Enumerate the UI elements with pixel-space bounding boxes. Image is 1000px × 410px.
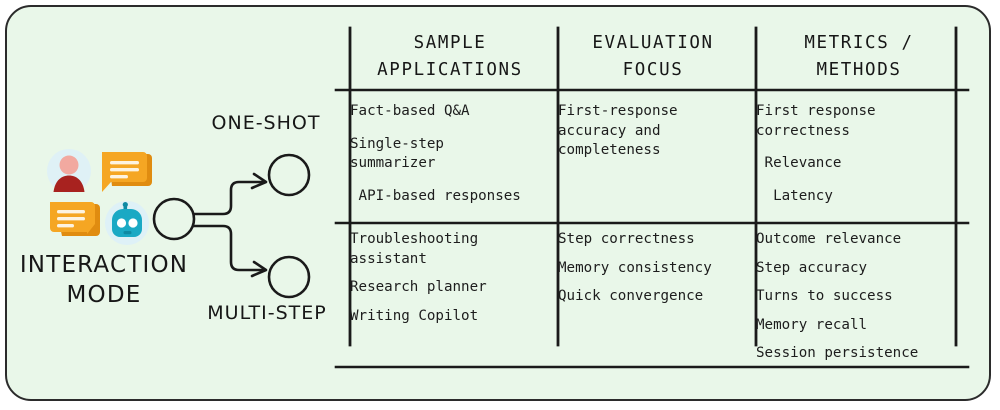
cell-line: Fact-based Q&A — [350, 103, 470, 119]
icon-cluster — [46, 148, 152, 248]
cell-one-shot-evaluation-focus: First-response accuracy and completeness — [558, 102, 748, 161]
comparison-table: SAMPLE APPLICATIONS EVALUATION FOCUS MET… — [336, 24, 966, 369]
arrowhead-one-shot — [250, 172, 268, 190]
cell-line: Troubleshooting assistant — [350, 231, 479, 267]
diagram-frame — [5, 5, 991, 401]
column-header-sample-applications: SAMPLE APPLICATIONS — [377, 33, 523, 81]
cell-line: Relevance — [756, 155, 842, 172]
column-header-metrics-methods: METRICS / METHODS — [804, 33, 914, 81]
cell-one-shot-metrics-methods: First response correctness Relevance Lat… — [756, 102, 962, 206]
cell-line: Quick convergence — [558, 288, 704, 305]
chat-bubble-left-icon — [50, 202, 100, 236]
cell-line: Writing Copilot — [350, 307, 479, 324]
cell-line: First response correctness — [756, 103, 876, 139]
multi-step-label: MULTI-STEP — [207, 302, 327, 324]
arrowhead-multi-step — [250, 260, 268, 278]
cell-line: First-response accuracy and completeness — [558, 103, 678, 159]
cell-line: Outcome relevance — [756, 231, 902, 247]
interaction-mode-line2: MODE — [66, 282, 142, 309]
cell-line: Memory recall — [756, 316, 868, 333]
cell-line: Memory consistency — [558, 259, 712, 276]
column-header-evaluation-focus: EVALUATION FOCUS — [592, 33, 714, 81]
cell-line: Turns to success — [756, 288, 893, 305]
root-node — [152, 197, 196, 241]
cell-line: API-based responses — [350, 187, 521, 204]
one-shot-label: ONE-SHOT — [211, 112, 321, 134]
cell-line: Step accuracy — [756, 259, 868, 276]
one-shot-node — [267, 153, 311, 197]
cell-line: Step correctness — [558, 231, 695, 247]
cell-line: Latency — [756, 187, 833, 204]
multi-step-node — [267, 255, 311, 299]
interaction-mode-line1: INTERACTION — [19, 252, 189, 278]
cell-line: Session persistence — [756, 345, 919, 362]
interaction-mode-label: INTERACTION MODE — [6, 250, 202, 311]
cell-one-shot-sample-applications: Fact-based Q&A Single-step summarizer API… — [350, 102, 550, 206]
user-avatar-icon — [47, 149, 91, 193]
robot-bot-icon — [105, 201, 149, 245]
cell-line: Research planner — [350, 279, 487, 296]
cell-line: Single-step summarizer — [350, 135, 444, 172]
chat-bubble-icon — [102, 152, 152, 192]
